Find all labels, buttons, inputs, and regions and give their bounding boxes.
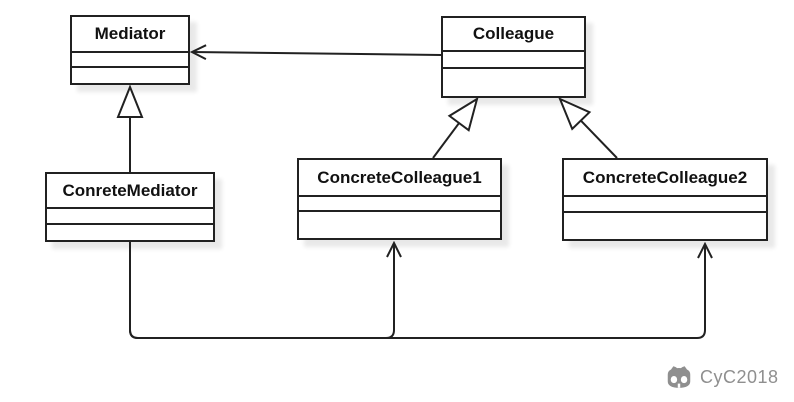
- class-name-colleague: Colleague: [443, 18, 584, 52]
- attributes-compartment: [299, 197, 500, 212]
- class-name-conretemediator: ConreteMediator: [47, 174, 213, 209]
- association-colleague-to-mediator: [192, 52, 442, 55]
- operations-compartment: [47, 225, 213, 240]
- operations-compartment: [72, 68, 188, 83]
- attributes-compartment: [564, 197, 766, 213]
- class-box-mediator: Mediator: [70, 15, 190, 85]
- operations-compartment: [564, 213, 766, 239]
- class-box-concretecolleague2: ConcreteColleague2: [562, 158, 768, 241]
- class-box-conretemediator: ConreteMediator: [45, 172, 215, 242]
- attributes-compartment: [443, 52, 584, 69]
- watermark-text: CyC2018: [700, 367, 779, 387]
- operations-compartment: [299, 212, 500, 238]
- operations-compartment: [443, 69, 584, 96]
- attributes-compartment: [47, 209, 213, 225]
- class-box-colleague: Colleague: [441, 16, 586, 98]
- association-conretemediator-to-concretecolleague1: [129, 242, 394, 339]
- association-conretemediator-to-concretecolleague2: [129, 242, 705, 339]
- class-box-concretecolleague1: ConcreteColleague1: [297, 158, 502, 240]
- class-name-concretecolleague2: ConcreteColleague2: [564, 160, 766, 197]
- generalization-concretecolleague2-to-colleague: [558, 97, 618, 159]
- watermark: CyC2018: [664, 365, 779, 390]
- generalization-concretecolleague1-to-colleague: [432, 96, 479, 159]
- github-octocat-icon: [667, 366, 691, 388]
- class-name-concretecolleague1: ConcreteColleague1: [299, 160, 500, 197]
- class-name-mediator: Mediator: [72, 17, 188, 53]
- attributes-compartment: [72, 53, 188, 68]
